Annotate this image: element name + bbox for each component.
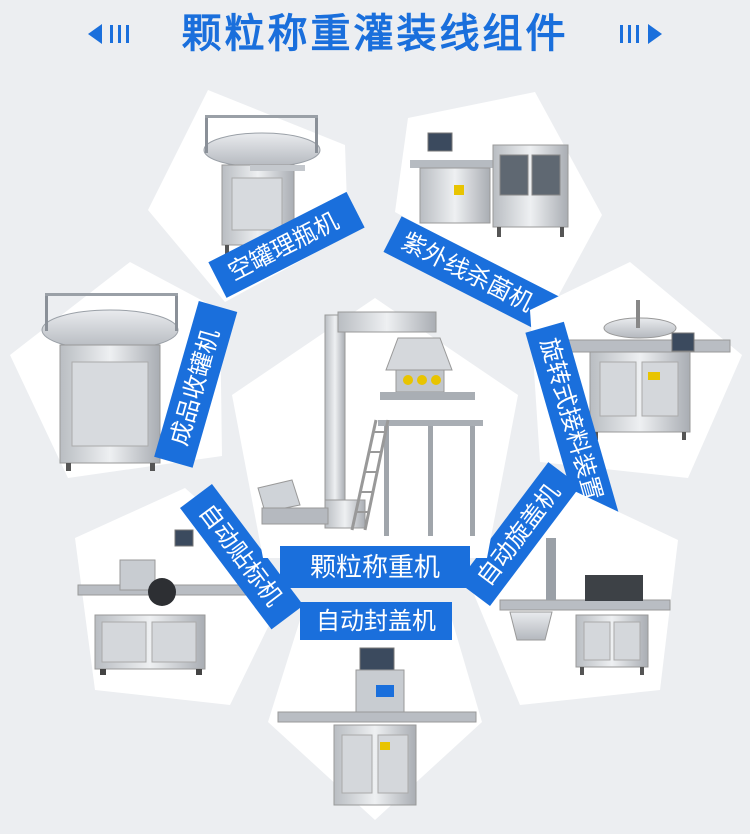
panel-auto-capper: 自动旋盖机 [458, 462, 678, 705]
label-finished-collector-bg [154, 301, 238, 468]
panel-finished-collector: 成品收罐机 [10, 262, 238, 478]
page-title: 颗粒称重灌装线组件 [181, 11, 569, 57]
panel-uv-sterilizer: 紫外线杀菌机 [383, 92, 602, 333]
label-empty-can-sorter-bg [208, 191, 365, 298]
empty-can-sorter-machine-image [203, 115, 321, 255]
label-rotary-feeder-bg [525, 321, 621, 530]
label-uv-sterilizer-bg [383, 216, 561, 333]
label-auto-labeler-bg [180, 483, 304, 630]
panel-empty-can-sorter: 空罐理瓶机 [148, 90, 365, 302]
uv-sterilizer-machine-image [410, 132, 569, 237]
panel-rotary-feeder: 旋转式接料装置 [525, 262, 742, 530]
label-auto-lid-sealer-bg [300, 602, 452, 640]
label-auto-capper-bg [458, 462, 581, 607]
title-left-arrow-icon [88, 24, 129, 44]
rotary-feeder-machine-image [559, 300, 731, 440]
panel-bg [468, 488, 678, 705]
auto-capper-machine-image [499, 538, 671, 675]
finished-collector-machine-image [41, 293, 179, 471]
panel-center-weigher: 颗粒称重机 [232, 298, 518, 588]
panel-auto-lid-sealer: 自动封盖机 [268, 602, 482, 820]
label-auto-lid-sealer: 自动封盖机 [316, 607, 436, 635]
label-center-weigher-bg [280, 546, 470, 588]
auto-lid-sealer-machine-image [277, 647, 477, 806]
label-center-weigher: 颗粒称重机 [310, 553, 440, 583]
weigher-machine-image [257, 311, 483, 536]
panel-auto-labeler: 自动贴标机 [75, 483, 304, 705]
title-right-arrow-icon [620, 24, 662, 44]
